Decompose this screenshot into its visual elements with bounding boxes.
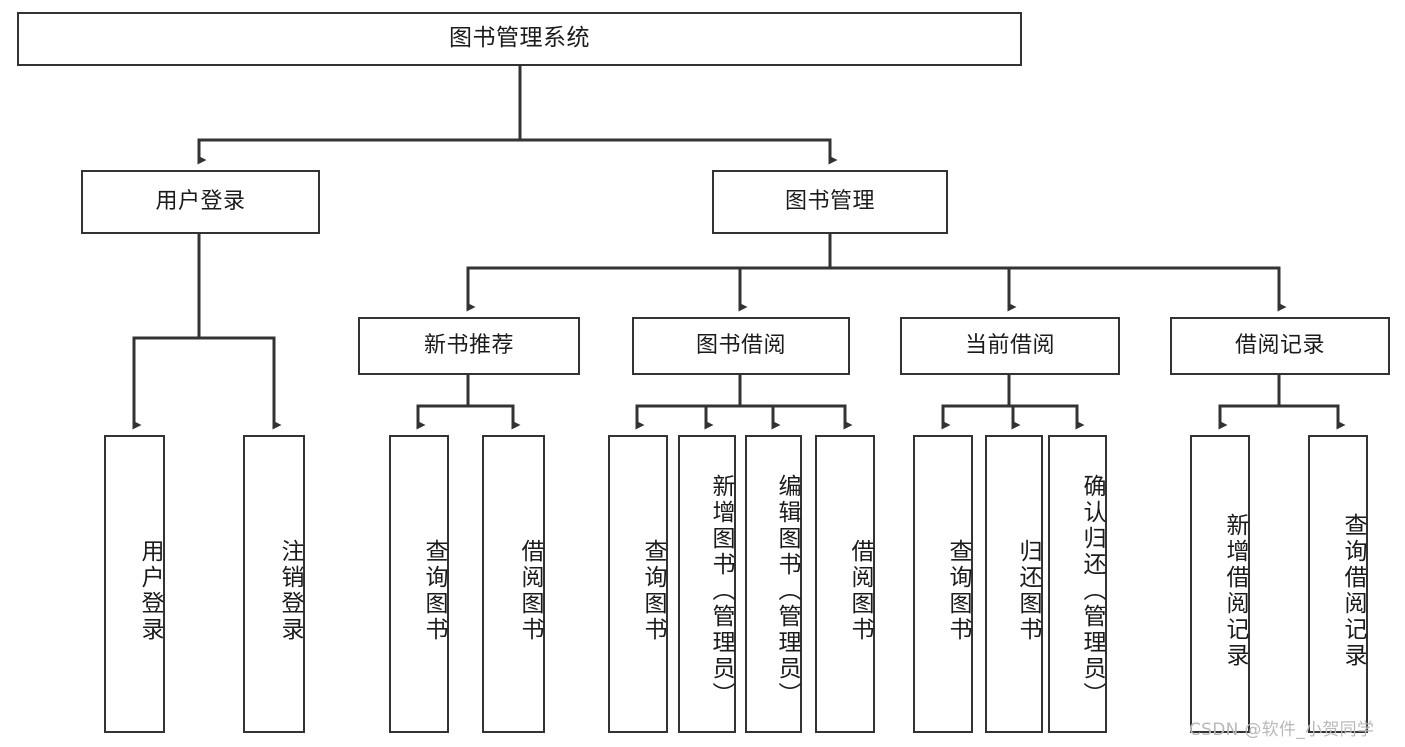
node-leaf-edit-book[interactable]: 编辑图书（管理员） [745,435,802,733]
node-leaf-add-record-label: 新增借阅记录 [1222,513,1248,669]
node-borrow-record[interactable]: 借阅记录 [1170,317,1390,375]
node-new-book-recommend[interactable]: 新书推荐 [358,317,580,375]
node-leaf-return-book-label: 归还图书 [1015,539,1041,643]
node-leaf-query-book-3[interactable]: 查询图书 [913,435,973,733]
node-leaf-user-login[interactable]: 用户登录 [104,435,165,733]
node-leaf-confirm-return-label: 确认归还（管理员） [1079,474,1105,708]
node-leaf-user-login-label: 用户登录 [137,539,163,643]
node-leaf-user-logout[interactable]: 注销登录 [243,435,305,733]
node-leaf-user-logout-label: 注销登录 [277,539,303,643]
node-leaf-edit-book-label: 编辑图书（管理员） [774,474,800,708]
node-leaf-return-book[interactable]: 归还图书 [985,435,1043,733]
node-root[interactable]: 图书管理系统 [17,12,1022,66]
node-leaf-query-book-2-label: 查询图书 [640,539,666,643]
node-leaf-query-book-1-label: 查询图书 [421,539,447,643]
node-current-borrow[interactable]: 当前借阅 [900,317,1120,375]
node-leaf-add-record[interactable]: 新增借阅记录 [1190,435,1250,733]
node-borrow-record-label: 借阅记录 [1234,332,1325,358]
node-leaf-query-record[interactable]: 查询借阅记录 [1308,435,1368,733]
node-leaf-add-book[interactable]: 新增图书（管理员） [678,435,736,733]
node-book-borrow-label: 图书借阅 [695,332,786,358]
node-user-login-label: 用户登录 [155,188,246,214]
node-leaf-query-book-1[interactable]: 查询图书 [389,435,449,733]
node-current-borrow-label: 当前借阅 [964,332,1055,358]
node-leaf-borrow-book-2-label: 借阅图书 [847,539,873,643]
node-root-label: 图书管理系统 [449,25,590,52]
node-book-borrow[interactable]: 图书借阅 [632,317,850,375]
node-leaf-borrow-book-1[interactable]: 借阅图书 [482,435,545,733]
node-new-book-recommend-label: 新书推荐 [423,332,514,358]
node-leaf-query-record-label: 查询借阅记录 [1340,513,1366,669]
node-leaf-confirm-return[interactable]: 确认归还（管理员） [1048,435,1107,733]
node-leaf-query-book-3-label: 查询图书 [945,539,971,643]
node-leaf-query-book-2[interactable]: 查询图书 [608,435,668,733]
node-leaf-borrow-book-1-label: 借阅图书 [517,539,543,643]
watermark: CSDN @软件_小贺同学 [1189,720,1375,740]
node-book-manage-label: 图书管理 [784,188,875,214]
node-user-login[interactable]: 用户登录 [81,170,320,234]
node-book-manage[interactable]: 图书管理 [712,170,948,234]
node-leaf-add-book-label: 新增图书（管理员） [708,474,734,708]
node-leaf-borrow-book-2[interactable]: 借阅图书 [815,435,875,733]
